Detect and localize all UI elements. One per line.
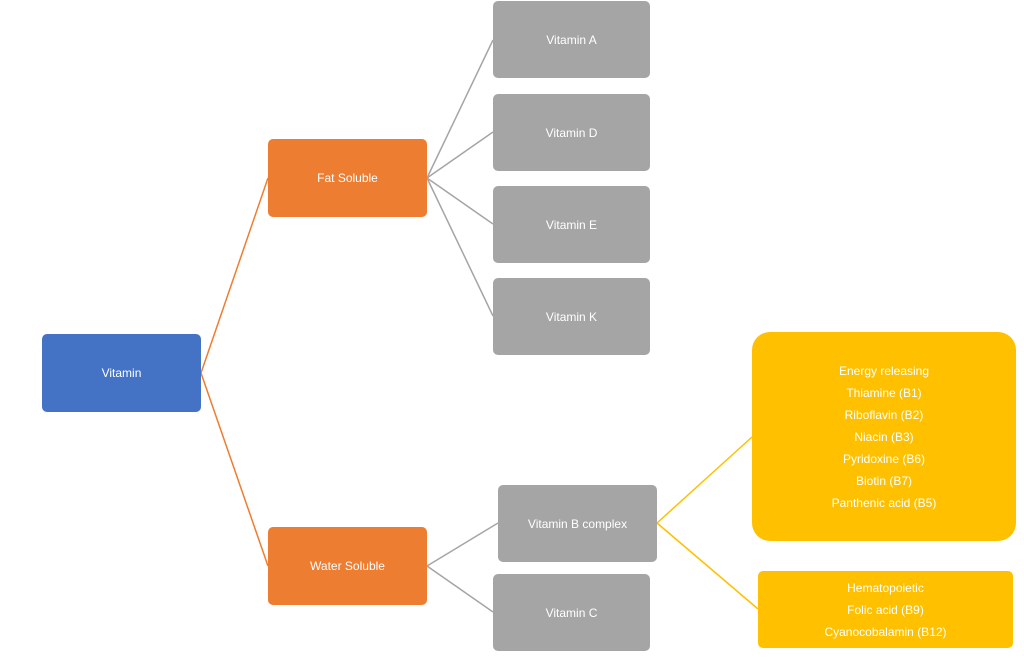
connector-b-hema	[656, 522, 759, 610]
node-hematopoietic: Hematopoietic Folic acid (B9) Cyanocobal…	[758, 571, 1013, 648]
connector-water-b	[426, 522, 499, 567]
node-water-soluble-label: Water Soluble	[310, 559, 385, 573]
node-vitamin-label: Vitamin	[101, 366, 142, 380]
connector-fat-d	[426, 131, 494, 179]
hematopoietic-item-folic-acid: Folic acid (B9)	[847, 602, 924, 617]
node-vitamin: Vitamin	[42, 334, 201, 412]
connector-b-energy	[656, 436, 753, 524]
energy-item-biotin: Biotin (B7)	[855, 473, 913, 488]
node-vitamin-c-label: Vitamin C	[545, 605, 598, 620]
node-vitamin-d: Vitamin D	[493, 94, 650, 171]
node-vitamin-a: Vitamin A	[493, 1, 650, 78]
node-energy-releasing: Energy releasing Thiamine (B1) Riboflavi…	[752, 332, 1016, 541]
node-water-soluble: Water Soluble	[268, 527, 427, 605]
node-vitamin-d-label: Vitamin D	[545, 125, 598, 140]
node-vitamin-k-label: Vitamin K	[545, 309, 598, 324]
connector-vitamin-water	[200, 372, 269, 567]
connector-fat-e	[426, 177, 494, 225]
energy-item-niacin: Niacin (B3)	[854, 429, 914, 444]
node-vitamin-b-complex: Vitamin B complex	[498, 485, 657, 562]
node-vitamin-e: Vitamin E	[493, 186, 650, 263]
connector-vitamin-fat	[200, 177, 269, 374]
connector-water-c	[426, 565, 494, 613]
node-vitamin-b-complex-label: Vitamin B complex	[527, 516, 628, 531]
hematopoietic-heading: Hematopoietic	[847, 580, 924, 595]
energy-item-pyridoxine: Pyridoxine (B6)	[842, 451, 926, 466]
node-vitamin-k: Vitamin K	[493, 278, 650, 355]
hematopoietic-item-cyanocobalamin: Cyanocobalamin (B12)	[824, 624, 947, 639]
node-vitamin-a-label: Vitamin A	[546, 32, 597, 47]
energy-item-panthenic-acid: Panthenic acid (B5)	[831, 495, 937, 510]
energy-item-riboflavin: Riboflavin (B2)	[844, 407, 924, 422]
energy-item-thiamine: Thiamine (B1)	[846, 385, 922, 400]
node-vitamin-e-label: Vitamin E	[545, 217, 598, 232]
connector-fat-k	[426, 177, 494, 317]
connector-fat-a	[426, 39, 494, 179]
energy-releasing-heading: Energy releasing	[838, 363, 930, 378]
node-fat-soluble-label: Fat Soluble	[317, 171, 378, 185]
node-fat-soluble: Fat Soluble	[268, 139, 427, 217]
node-vitamin-c: Vitamin C	[493, 574, 650, 651]
